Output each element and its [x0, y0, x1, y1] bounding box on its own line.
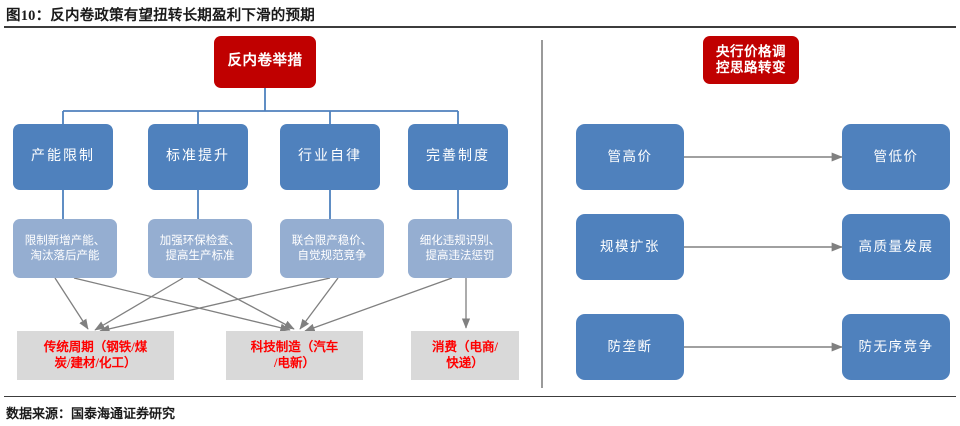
detail-node-capacity-limit[interactable]: 限制新增产能、 淘汰落后产能: [13, 219, 117, 278]
sector-mapping-arrows: [54, 277, 471, 333]
pillar-node-system-improvement[interactable]: 完善制度: [408, 124, 508, 190]
panel-divider: [541, 40, 543, 388]
source-note: 数据来源：国泰海通证券研究: [6, 406, 176, 421]
sector-node-traditional-cyclical[interactable]: 传统周期（钢铁/煤 炭/建材/化工）: [17, 331, 174, 380]
sector-node-tech-manufacturing[interactable]: 科技制造（汽车 /电新）: [226, 331, 363, 380]
transition-to-node-low-price[interactable]: 管低价: [842, 124, 950, 190]
transition-from-node-scale-expansion[interactable]: 规模扩张: [576, 214, 684, 280]
transition-arrows: [684, 152, 843, 352]
pillar-node-industry-self-discipline[interactable]: 行业自律: [280, 124, 380, 190]
transition-to-node-anti-disorderly-competition[interactable]: 防无序竞争: [842, 314, 950, 380]
root-node-anti-involution[interactable]: 反内卷举措: [214, 36, 316, 88]
detail-node-industry-self-discipline[interactable]: 联合限产稳价、 自觉规范竞争: [280, 219, 384, 278]
tree-connector: [62, 88, 459, 219]
detail-node-system-improvement[interactable]: 细化违规识别、 提高违法惩罚: [408, 219, 512, 278]
detail-node-standard-upgrade[interactable]: 加强环保检查、 提高生产标准: [148, 219, 252, 278]
right-header-node-pboc-price-control[interactable]: 央行价格调 控思路转变: [703, 36, 799, 84]
title-divider-rule: [4, 26, 956, 28]
footer-divider-rule: [4, 396, 956, 397]
transition-from-node-high-price[interactable]: 管高价: [576, 124, 684, 190]
figure-title: 图10：反内卷政策有望扭转长期盈利下滑的预期: [6, 8, 315, 24]
pillar-node-capacity-limit[interactable]: 产能限制: [13, 124, 113, 190]
pillar-node-standard-upgrade[interactable]: 标准提升: [148, 124, 248, 190]
transition-to-node-high-quality-development[interactable]: 高质量发展: [842, 214, 950, 280]
transition-from-node-anti-monopoly[interactable]: 防垄断: [576, 314, 684, 380]
sector-node-consumption[interactable]: 消费（电商/ 快递）: [411, 331, 519, 380]
